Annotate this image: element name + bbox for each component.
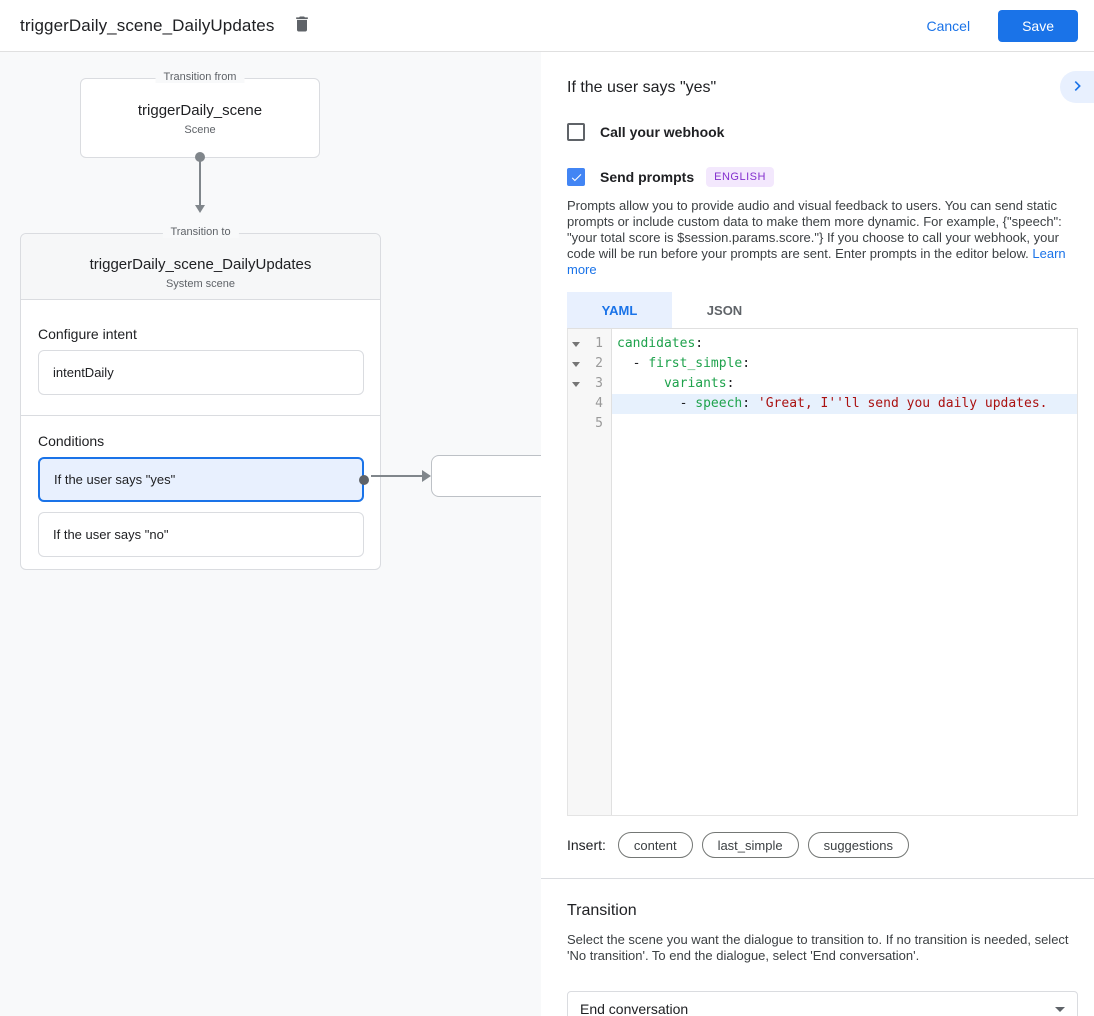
gutter-line-1: 1 [568, 334, 611, 354]
trash-icon [292, 14, 312, 37]
scene-from-title: triggerDaily_scene [137, 102, 263, 119]
transition-from-label: Transition from [155, 71, 245, 83]
transition-description: Select the scene you want the dialogue t… [567, 932, 1069, 963]
insert-suggestions-button[interactable]: suggestions [807, 832, 909, 858]
line-number: 3 [595, 376, 603, 391]
call-webhook-label: Call your webhook [600, 124, 725, 140]
code-line-3: variants: [663, 376, 735, 391]
insert-label: Insert: [567, 837, 606, 853]
condition-item-no[interactable]: If the user says "no" [38, 512, 364, 557]
gutter-line-5: 5 [568, 414, 611, 434]
transition-select[interactable]: End conversation [567, 991, 1078, 1016]
connector-dot [195, 152, 205, 162]
condition-yes-label: If the user says "yes" [54, 472, 176, 487]
code-line-1: candidates: [617, 336, 704, 351]
chevron-down-icon [1055, 1007, 1065, 1012]
condition-detail-panel: If the user says "yes" Call your webhook… [541, 52, 1094, 1016]
insert-toolbar: Insert: content last_simple suggestions [567, 832, 1078, 858]
send-prompts-label: Send prompts [600, 169, 695, 185]
connector-line [199, 160, 201, 206]
condition-connector-dot [359, 474, 369, 485]
condition-connector-line [371, 475, 423, 477]
send-prompts-row[interactable]: Send prompts ENGLISH [567, 167, 1078, 187]
scene-diagram-canvas: Transition from triggerDaily_scene Scene… [0, 52, 541, 1016]
next-scene-node[interactable] [431, 455, 541, 497]
language-badge: ENGLISH [706, 167, 774, 187]
line-number: 4 [595, 396, 603, 411]
gutter-line-2: 2 [568, 354, 611, 374]
conditions-label: Conditions [38, 433, 105, 449]
transition-select-value: End conversation [580, 1001, 689, 1016]
gutter-line-3: 3 [568, 374, 611, 394]
save-button[interactable]: Save [998, 9, 1078, 42]
learn-more-link[interactable]: Learn more [567, 246, 1066, 277]
cancel-button[interactable]: Cancel [926, 17, 971, 34]
insert-content-button[interactable]: content [617, 832, 693, 858]
line-number: 5 [595, 416, 603, 431]
collapse-panel-button[interactable] [1060, 71, 1094, 103]
prompts-description-text: Prompts allow you to provide audio and v… [567, 198, 1062, 261]
chevron-right-icon [1068, 76, 1088, 99]
call-webhook-row[interactable]: Call your webhook [567, 123, 1078, 141]
fold-arrow-icon[interactable] [572, 362, 580, 367]
line-number: 1 [595, 336, 603, 351]
page-title: triggerDaily_scene_DailyUpdates [20, 15, 275, 35]
fold-arrow-icon[interactable] [572, 382, 580, 387]
prompt-code-editor[interactable]: 1 2 3 4 5 candidates: - first_simple: va… [567, 329, 1078, 816]
transition-section-title: Transition [567, 902, 637, 919]
code-line-2: - first_simple: [617, 356, 751, 371]
line-number: 2 [595, 356, 603, 371]
code-line-5 [612, 414, 1077, 434]
code-line-4-active: - speech: 'Great, I''ll send you daily u… [612, 394, 1077, 414]
insert-last-simple-button[interactable]: last_simple [701, 832, 799, 858]
fold-arrow-icon[interactable] [572, 342, 580, 347]
scene-node-to[interactable]: Transition to triggerDaily_scene_DailyUp… [20, 226, 381, 570]
intent-item[interactable]: intentDaily [38, 350, 364, 395]
configure-intent-label: Configure intent [38, 326, 137, 342]
tab-json[interactable]: JSON [706, 302, 743, 318]
scene-from-subtitle: Scene [184, 124, 216, 136]
transition-to-label: Transition to [162, 226, 239, 238]
gutter-line-4: 4 [568, 394, 611, 414]
panel-title: If the user says "yes" [567, 79, 717, 96]
condition-no-label: If the user says "no" [53, 527, 169, 542]
arrowhead-down-icon [195, 205, 205, 213]
condition-item-yes[interactable]: If the user says "yes" [38, 457, 369, 502]
scene-to-header: triggerDaily_scene_DailyUpdates System s… [21, 234, 380, 300]
prompts-description: Prompts allow you to provide audio and v… [567, 198, 1078, 278]
tab-yaml[interactable]: YAML [567, 292, 672, 328]
delete-scene-button[interactable] [292, 14, 312, 37]
intent-name: intentDaily [53, 365, 114, 380]
webhook-checkbox-unchecked-icon[interactable] [567, 123, 585, 141]
scene-to-subtitle: System scene [165, 278, 236, 290]
editor-gutter: 1 2 3 4 5 [568, 329, 612, 815]
section-divider [541, 878, 1094, 879]
scene-to-title: triggerDaily_scene_DailyUpdates [89, 256, 312, 273]
editor-code-area[interactable]: candidates: - first_simple: variants: - … [612, 329, 1077, 815]
title-bar: triggerDaily_scene_DailyUpdates Cancel S… [0, 0, 1094, 52]
editor-format-tabs: YAML JSON [567, 292, 1078, 329]
arrowhead-right-icon [422, 470, 431, 482]
scene-node-from[interactable]: Transition from triggerDaily_scene Scene [80, 71, 320, 158]
send-prompts-checkbox-checked-icon[interactable] [567, 168, 585, 186]
